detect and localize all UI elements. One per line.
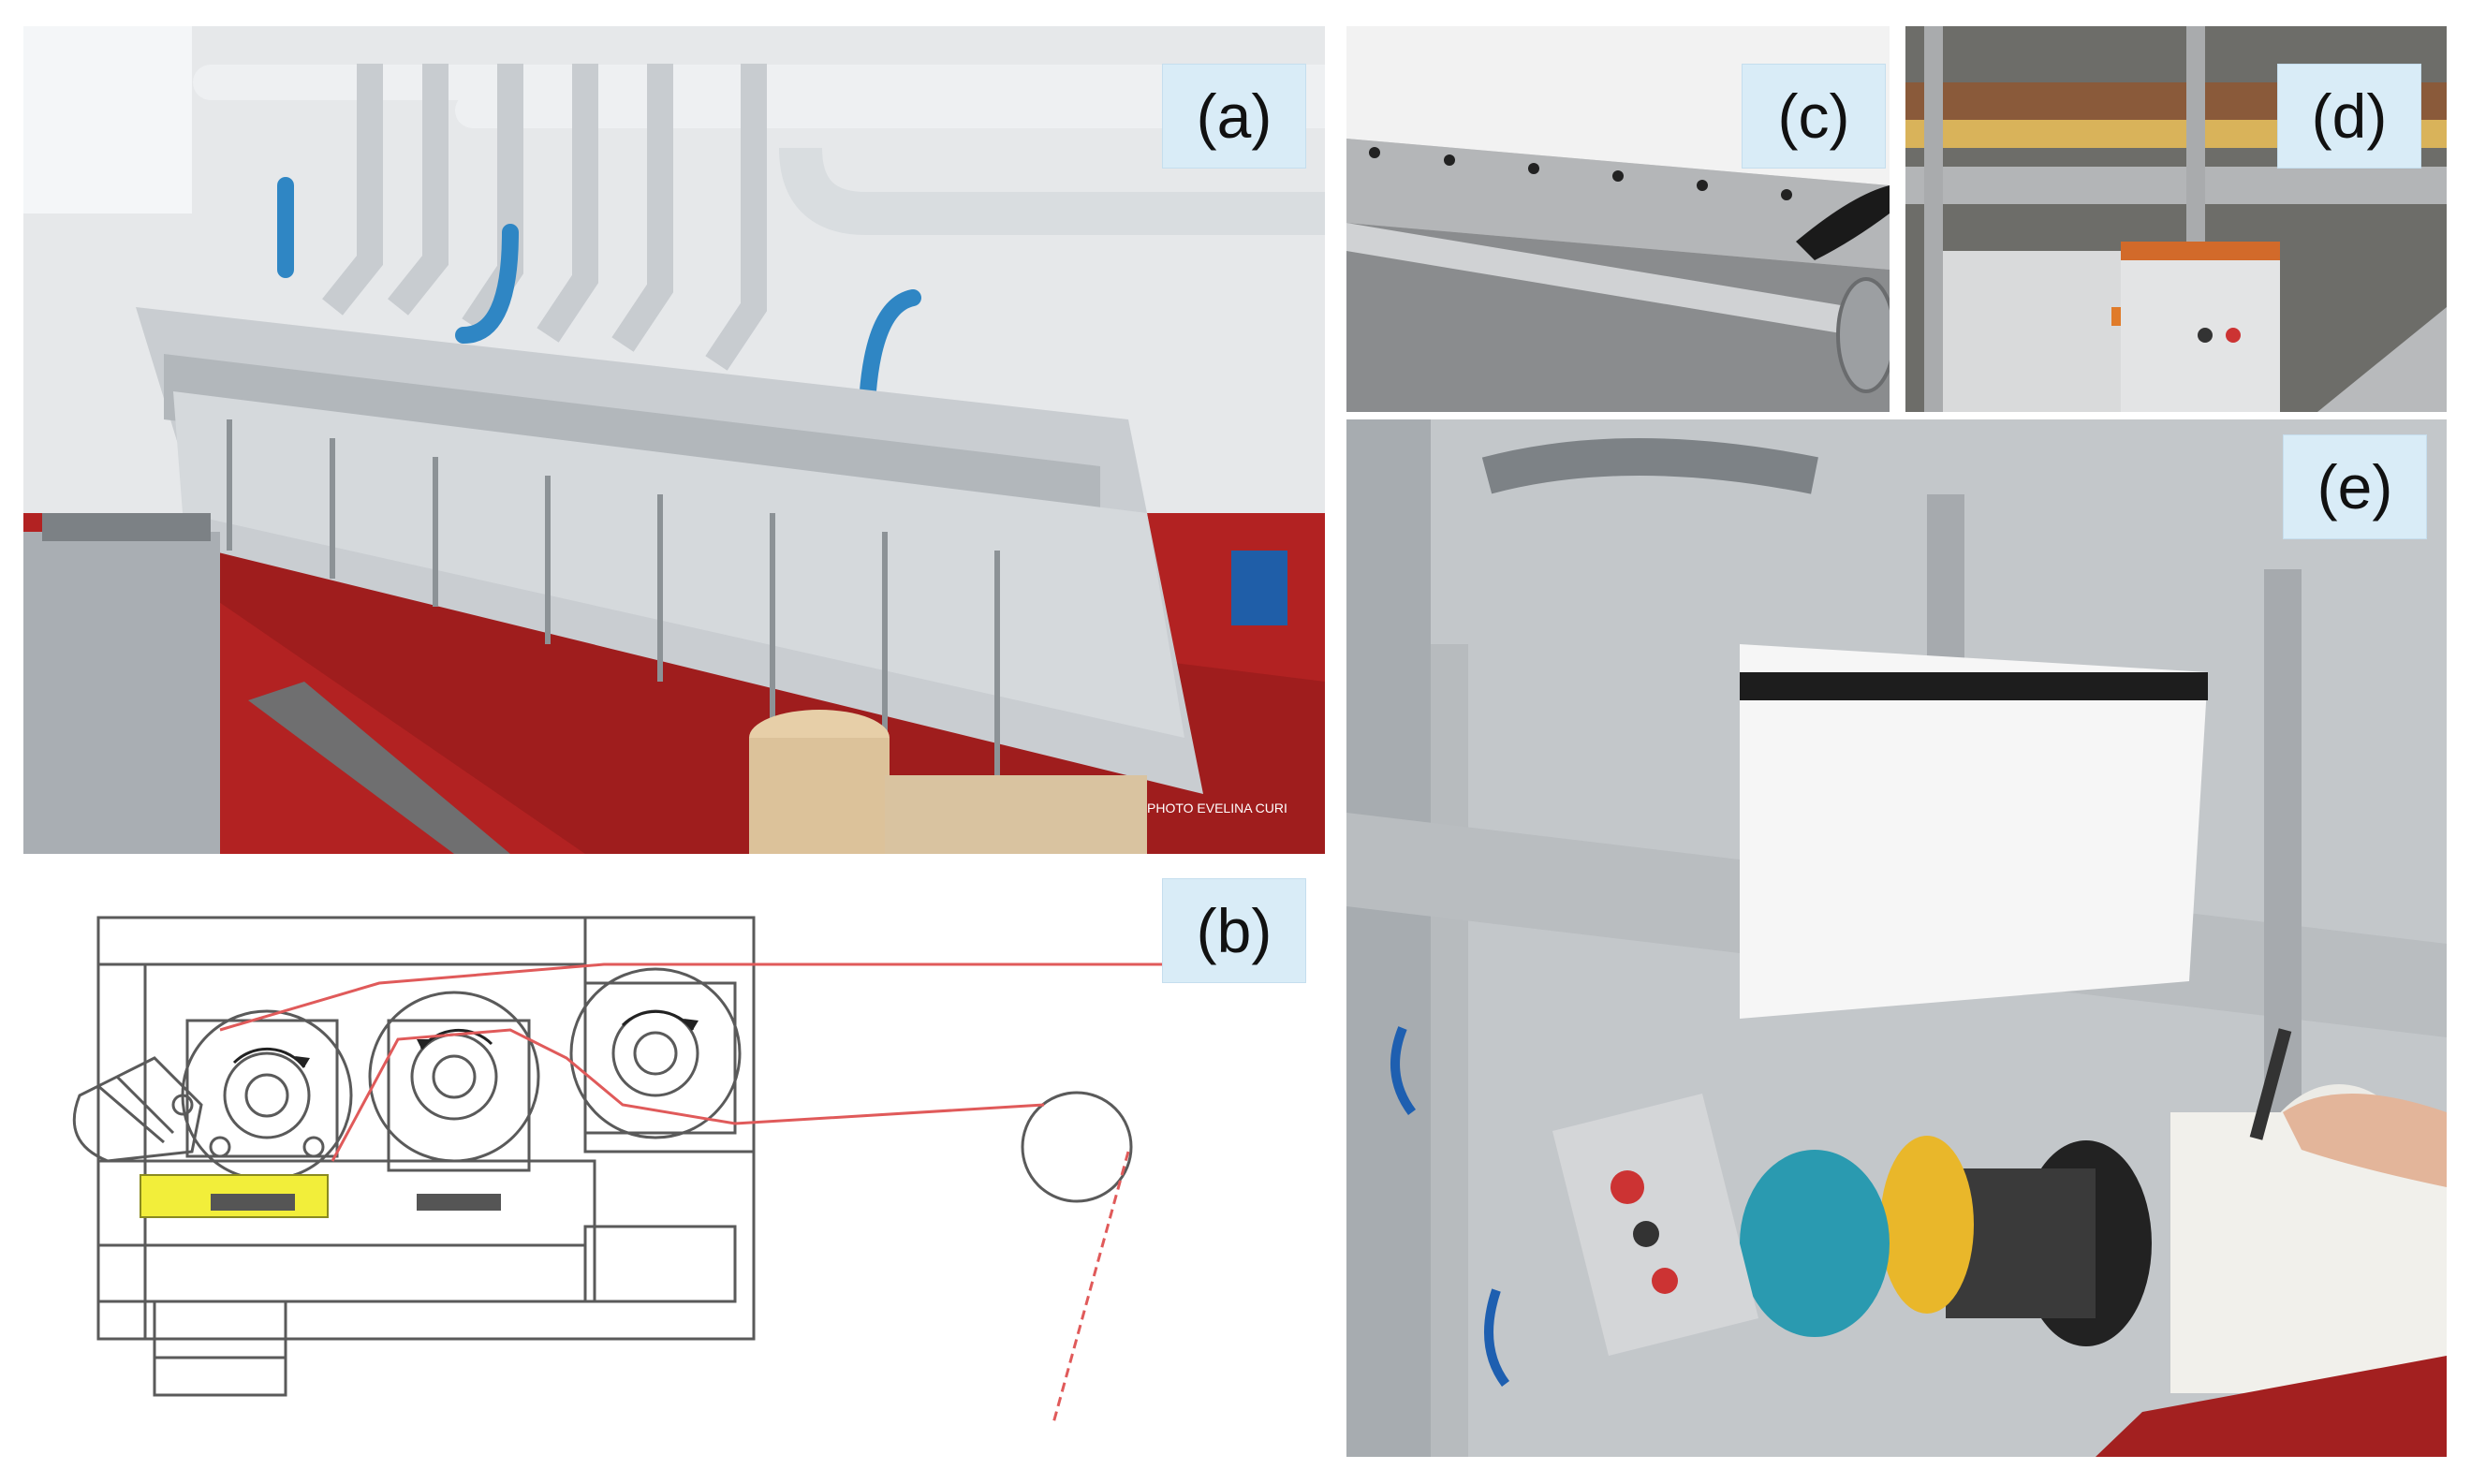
- panel-label-b: (b): [1162, 878, 1306, 983]
- panel-label-d: (d): [2277, 64, 2421, 169]
- unwinder-station-photo: [1346, 419, 2447, 1457]
- panel-label-e: (e): [2283, 434, 2427, 539]
- panel-label-c: (c): [1742, 64, 1886, 169]
- coating-line-photo: PHOTO EVELINA CURI: [23, 26, 1325, 854]
- photo-panel-e: (e): [1346, 419, 2447, 1457]
- photo-credit: PHOTO EVELINA CURI: [1147, 801, 1287, 815]
- control-cabinet-photo: [1905, 26, 2447, 412]
- roll-path-schematic: [72, 916, 1184, 1424]
- photo-panel-a: PHOTO EVELINA CURI (a): [23, 26, 1325, 854]
- schematic-panel-b: (b): [23, 871, 1325, 1457]
- photo-panel-d: (d): [1905, 26, 2447, 412]
- coated-web-photo: [1346, 26, 1890, 412]
- photo-panel-c: (c): [1346, 26, 1890, 412]
- panel-label-a: (a): [1162, 64, 1306, 169]
